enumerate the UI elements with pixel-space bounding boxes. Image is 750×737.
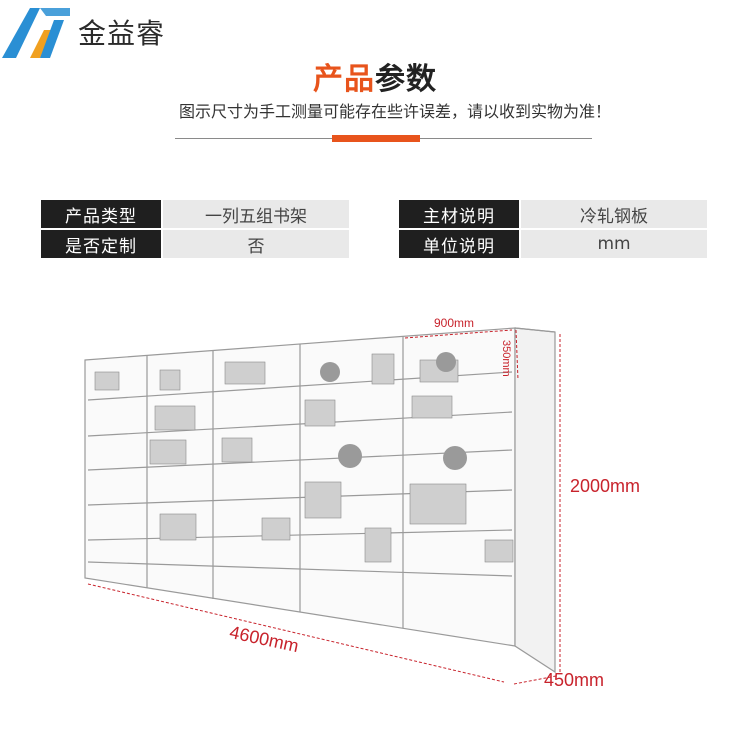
brand-name: 金益睿 <box>78 17 166 50</box>
spec-row-custom: 是否定制 否 <box>41 230 349 258</box>
spec-value: 冷轧钢板 <box>521 200 707 228</box>
title-rest: 参数 <box>375 62 437 97</box>
spec-value: mm <box>521 230 707 258</box>
spec-row-type: 产品类型 一列五组书架 <box>41 200 349 228</box>
bookshelf-illustration <box>84 327 561 685</box>
divider-accent <box>332 135 420 142</box>
spec-row-unit: 单位说明 mm <box>399 230 707 258</box>
page-title: 产品参数 <box>0 54 750 98</box>
page-subtitle: 图示尺寸为手工测量可能存在些许误差，请以收到实物为准！ <box>178 102 611 121</box>
spec-label: 单位说明 <box>399 230 519 258</box>
spec-label: 产品类型 <box>41 200 161 228</box>
logo-mark-icon <box>2 8 70 58</box>
spec-label: 是否定制 <box>41 230 161 258</box>
depth-label: 450mm <box>544 670 605 690</box>
shelf-depth-label: 350mm <box>500 340 512 377</box>
spec-label: 主材说明 <box>399 200 519 228</box>
section-width-label: 900mm <box>434 316 475 330</box>
spec-row-material: 主材说明 冷轧钢板 <box>399 200 707 228</box>
height-label: 2000mm <box>570 476 641 496</box>
brand-logo: 金益睿 <box>0 0 190 62</box>
title-accent: 产品 <box>313 62 375 97</box>
spec-value: 一列五组书架 <box>163 200 349 228</box>
spec-value: 否 <box>163 230 349 258</box>
bookshelf-diagram: 900mm 350mm 2000mm 4600mm 450mm <box>0 300 750 733</box>
